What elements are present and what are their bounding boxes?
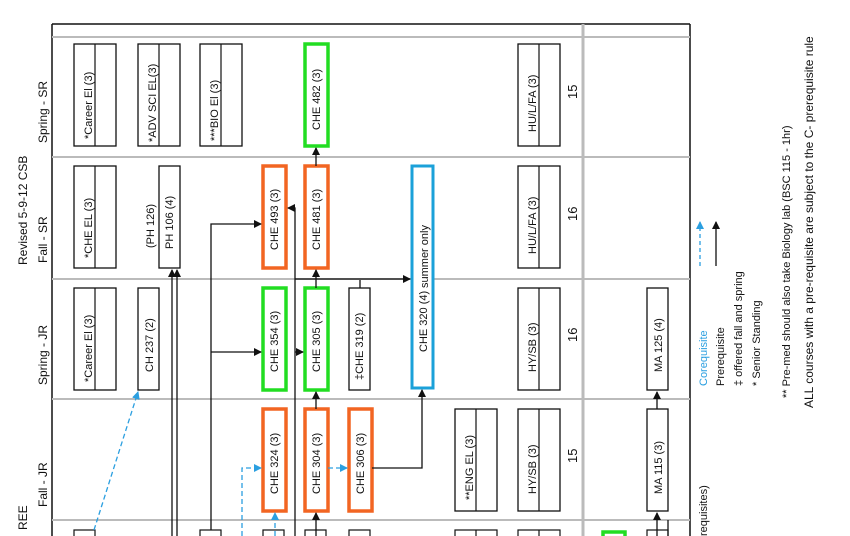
course-box[interactable]: *Career El (3) (73, 287, 117, 391)
course-label: *Career El (3) (83, 72, 95, 139)
course-label: CHE 324 (3) (269, 433, 281, 494)
course-box[interactable]: HU/L/FA (3) (517, 165, 561, 269)
course-box-ma125[interactable]: MA 125 (4) (646, 287, 669, 391)
course-label: ***BIO El (3) (209, 80, 221, 141)
course-label: HU/L/FA (3) (527, 197, 539, 254)
course-label: HY/SB (3) (527, 322, 539, 372)
course-label: **ENG EL (3) (464, 435, 476, 500)
cut-off-boxes (73, 529, 669, 536)
course-label: CHE 493 (3) (269, 189, 281, 250)
legend-prerequisite: Prerequisite (715, 327, 727, 386)
legend-corequisite: Corequisite (698, 330, 710, 386)
course-note-ph126: (PH 126) (145, 204, 157, 248)
course-box-che324[interactable]: CHE 324 (3) (261, 407, 288, 513)
ree-label: REE (16, 505, 30, 530)
course-box-che493[interactable]: CHE 493 (3) (261, 164, 288, 270)
course-box[interactable]: *ADV SCI EL(3) (137, 43, 181, 147)
course-label: CHE 306 (3) (355, 433, 367, 494)
course-label: CHE 354 (3) (269, 311, 281, 372)
course-box-ma115[interactable]: MA 115 (3) (646, 408, 669, 512)
semester-label-spring-sr: Spring - SR (36, 81, 50, 143)
credits-fall-jr: 15 (565, 449, 580, 463)
legend-senior: * Senior Standing (751, 300, 763, 386)
course-box[interactable]: *Career El (3) (73, 43, 117, 147)
course-box-che305[interactable]: CHE 305 (3) (303, 286, 330, 392)
course-label: HU/L/FA (3) (527, 75, 539, 132)
course-label: *CHE EL (3) (83, 198, 95, 258)
course-box-che482[interactable]: CHE 482 (3) (303, 42, 330, 148)
course-box-che304[interactable]: CHE 304 (3) (303, 407, 330, 513)
semester-label-fall-jr: Fall - JR (36, 462, 50, 507)
course-box[interactable]: *CHE EL (3) (73, 165, 117, 269)
course-box[interactable]: HY/SB (3) (517, 287, 561, 391)
course-label: CH 237 (2) (144, 318, 156, 372)
legend: Corequisite Prerequisite ‡ offered fall … (696, 36, 816, 536)
course-label: CHE 305 (3) (311, 311, 323, 372)
course-box[interactable]: HY/SB (3) (517, 408, 561, 512)
course-box-che481[interactable]: CHE 481 (3) (303, 164, 330, 270)
course-label: CHE 304 (3) (311, 433, 323, 494)
course-box[interactable]: ***BIO El (3) (199, 43, 243, 147)
course-box-che320[interactable]: CHE 320 (4) (410, 164, 435, 390)
course-label: MA 115 (3) (653, 441, 665, 494)
semester-label-fall-sr: Fall - SR (36, 216, 50, 263)
credits-spring-jr: 16 (565, 328, 580, 342)
course-box[interactable]: HU/L/FA (3) (517, 43, 561, 147)
course-box-che306[interactable]: CHE 306 (3) (347, 407, 374, 513)
corequisite-arrows (93, 391, 348, 536)
legend-offered: ‡ offered fall and spring (733, 271, 745, 386)
course-box-ph106[interactable]: PH 106 (4) (158, 165, 181, 269)
course-label: PH 106 (4) (164, 196, 176, 249)
course-label: CHE 482 (3) (311, 69, 323, 130)
course-box-ch237[interactable]: CH 237 (2) (137, 287, 160, 391)
course-box-che354[interactable]: CHE 354 (3) (261, 286, 288, 392)
credits-spring-sr: 15 (565, 85, 580, 99)
course-label: *Career El (3) (83, 315, 95, 382)
legend-all-courses: ALL courses with a pre-requisite are sub… (802, 36, 816, 408)
legend-premed: ** Pre-med should also take Biology lab … (781, 126, 793, 399)
course-label: HY/SB (3) (527, 444, 539, 494)
course-box[interactable]: **ENG EL (3) (454, 408, 498, 512)
requisites-note: requisites) (698, 485, 710, 536)
revised-label: Revised 5-9-12 CSB (16, 156, 30, 265)
summer-only-note: summer only (419, 225, 431, 288)
course-label: MA 125 (4) (653, 318, 665, 372)
course-box-che319[interactable]: ‡CHE 319 (2) (348, 287, 371, 391)
semester-label-spring-jr: Spring - JR (36, 325, 50, 385)
course-label: CHE 481 (3) (311, 189, 323, 250)
course-label: ‡CHE 319 (2) (354, 313, 366, 380)
credits-fall-sr: 16 (565, 207, 580, 221)
prerequisite-arrows (168, 147, 669, 536)
course-label: CHE 320 (4) (418, 291, 430, 352)
course-label: *ADV SCI EL(3) (147, 64, 159, 142)
